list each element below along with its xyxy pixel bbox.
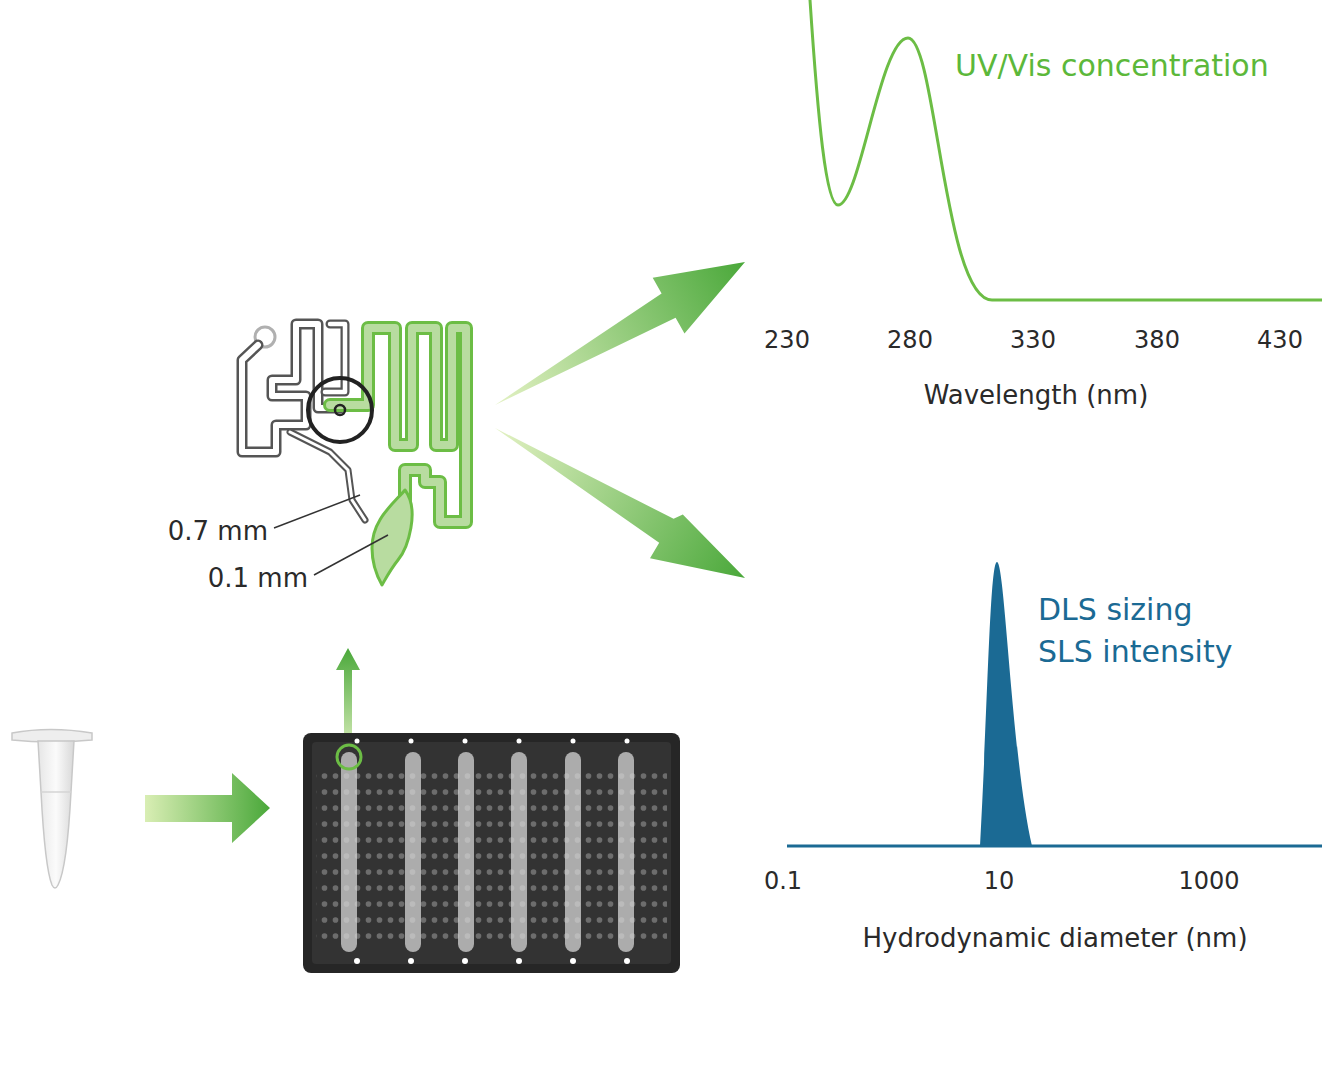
axis-label: Wavelength (nm) bbox=[924, 381, 1149, 410]
arrow-down-right bbox=[495, 428, 745, 578]
series-label: UV/Vis concentration bbox=[955, 49, 1269, 82]
series-label: SLS intensity bbox=[1038, 635, 1232, 668]
uv-spectrum bbox=[810, 0, 1322, 300]
series-label: DLS sizing bbox=[1038, 593, 1193, 626]
tick-value: 380 bbox=[1134, 327, 1180, 353]
dls-peak bbox=[980, 562, 1032, 846]
dimension-label: 0.1 mm bbox=[208, 564, 308, 593]
arrow-up-right bbox=[495, 262, 745, 405]
dimension-label: 0.7 mm bbox=[168, 517, 268, 546]
tick-value: 330 bbox=[1010, 327, 1056, 353]
tick-value: 430 bbox=[1257, 327, 1303, 353]
tick-value: 1000 bbox=[1178, 868, 1239, 894]
microfluidic-chip bbox=[242, 324, 466, 585]
tick-value: 230 bbox=[764, 327, 810, 353]
microplate bbox=[303, 733, 680, 973]
axis-label: Hydrodynamic diameter (nm) bbox=[862, 924, 1247, 953]
arrow-right bbox=[145, 773, 270, 843]
tick-value: 10 bbox=[984, 868, 1015, 894]
sample-tube bbox=[12, 730, 92, 889]
tick-value: 280 bbox=[887, 327, 933, 353]
leader-line bbox=[274, 495, 360, 528]
tick-value: 0.1 bbox=[764, 868, 802, 894]
leader-line bbox=[314, 535, 388, 575]
dls-baseline bbox=[787, 845, 1322, 848]
